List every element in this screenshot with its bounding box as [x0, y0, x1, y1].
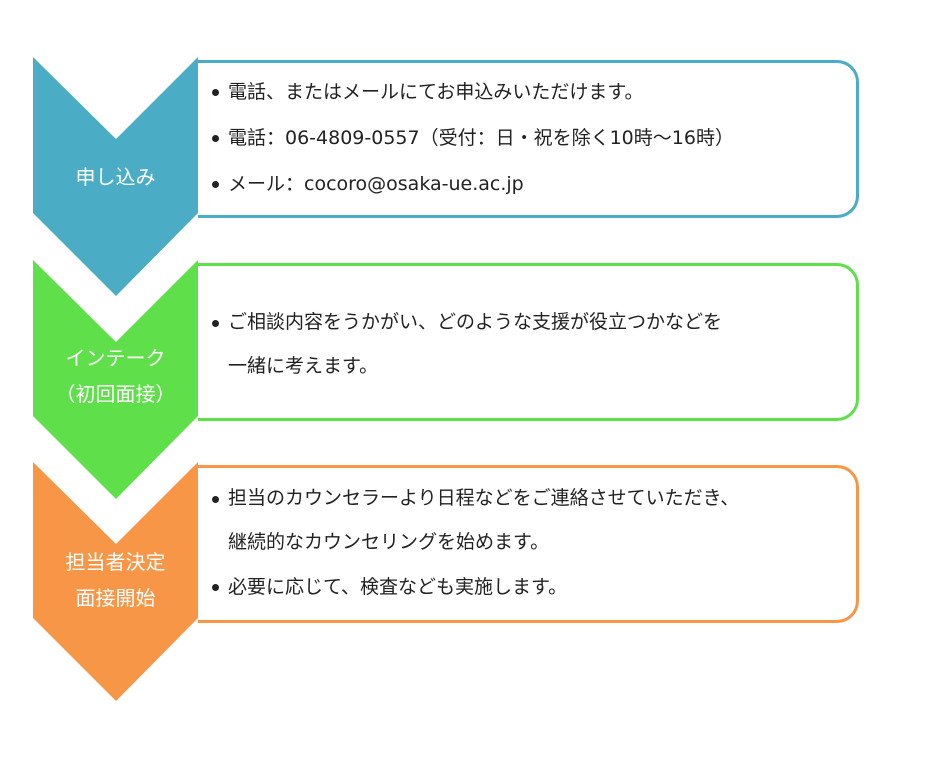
phone-item: 電話：06-4809-0557（受付：日・祝を除く10時～16時）: [210, 115, 856, 161]
step-title: 担当者決定: [65, 550, 166, 574]
step-content-box: 担当のカウンセラーより日程などをご連絡させていただき、継続的なカウンセリングを始…: [198, 465, 859, 623]
line: ご相談内容をうかがい、どのような支援が役立つかなどを: [228, 311, 723, 333]
step-title: インテーク: [65, 346, 166, 370]
line: 一緒に考えます。: [228, 355, 379, 377]
step-subtitle: （初回面接）: [55, 382, 176, 406]
step-title: 申し込み: [75, 165, 156, 189]
bullet-item: ご相談内容をうかがい、どのような支援が役立つかなどを一緒に考えます。: [210, 300, 856, 388]
chevron-arrow-icon: [33, 462, 198, 701]
step-label: 申し込み: [33, 159, 198, 195]
chevron-arrow-icon: [33, 57, 198, 296]
bullet-item: 担当のカウンセラーより日程などをご連絡させていただき、継続的なカウンセリングを始…: [210, 476, 856, 564]
step-label: インテーク （初回面接）: [33, 340, 198, 412]
step-subtitle: 面接開始: [75, 586, 156, 610]
step-content-box: ご相談内容をうかがい、どのような支援が役立つかなどを一緒に考えます。: [198, 263, 859, 421]
line: 継続的なカウンセリングを始めます。: [228, 531, 550, 553]
bullet-item: 必要に応じて、検査なども実施します。: [210, 564, 856, 610]
chevron-arrow-icon: [33, 260, 198, 499]
bullet-item: 電話、またはメールにてお申込みいただけます。: [210, 69, 856, 115]
step-label: 担当者決定 面接開始: [33, 544, 198, 616]
step-content-box: 電話、またはメールにてお申込みいただけます。 電話：06-4809-0557（受…: [198, 60, 859, 218]
email-item[interactable]: メール：cocoro@osaka-ue.ac.jp: [210, 161, 856, 207]
line: 担当のカウンセラーより日程などをご連絡させていただき、: [228, 487, 740, 509]
